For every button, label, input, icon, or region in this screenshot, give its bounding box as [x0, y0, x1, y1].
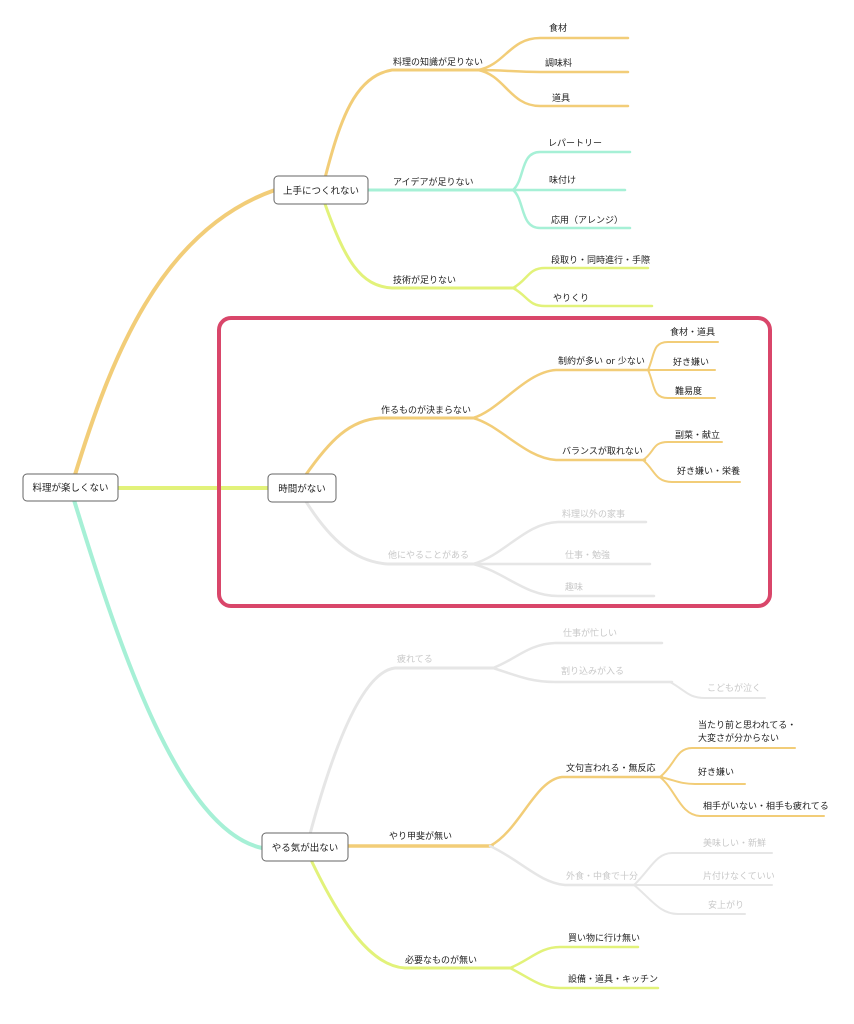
edge-b2-c2-l1 — [471, 520, 648, 566]
edge-b1-c1 — [323, 68, 482, 180]
leaf-label[interactable]: 副菜・献立 — [675, 429, 720, 441]
edge-b3-s1-l1 — [659, 747, 796, 778]
edge-b2-c1-s1 — [471, 368, 652, 420]
branch-node-2[interactable]: 時間がない — [267, 473, 337, 503]
edge-b1-c1-l1 — [476, 36, 630, 72]
edge-b3-c1-i2 — [491, 666, 674, 684]
leaf-label[interactable]: 段取り・同時進行・手際 — [551, 254, 650, 266]
node-label[interactable]: 文句言われる・無反応 — [566, 762, 656, 774]
leaf-label[interactable]: 道具 — [552, 92, 570, 104]
leaf-label[interactable]: 仕事・勉強 — [565, 549, 610, 561]
highlight-frame — [217, 316, 772, 608]
leaf-label[interactable]: やりくり — [553, 293, 589, 304]
edge-b2-s1-l3 — [647, 369, 716, 399]
edge-b1-c2-l3 — [511, 188, 632, 230]
branch-label-3: やる気が出ない — [272, 842, 339, 854]
leaf-label[interactable]: 好き嫌い・栄養 — [677, 465, 740, 477]
edge-b2-c1-s2 — [471, 416, 647, 462]
edge-b2-s2-l1 — [642, 441, 723, 461]
edge-b3-c3 — [310, 860, 514, 970]
leaf-label[interactable]: こどもが泣く — [707, 682, 761, 694]
leaf-label[interactable]: 大変さが分からない — [698, 732, 779, 744]
leaf-label[interactable]: 食材・道具 — [670, 326, 715, 338]
edge-b3-c3-l2 — [508, 966, 660, 990]
leaf-label[interactable]: 仕事が忙しい — [563, 627, 617, 639]
leaf-label[interactable]: 好き嫌い — [673, 356, 709, 368]
edge-b3-s2-l3 — [633, 884, 746, 915]
edge-b3-s1-l3 — [659, 776, 825, 817]
leaf-label[interactable]: 好き嫌い — [698, 766, 734, 778]
node-label[interactable]: やり甲斐が無い — [389, 830, 452, 842]
node-label[interactable]: 技術が足りない — [393, 274, 456, 286]
edge-b2-s1-l1 — [647, 341, 719, 371]
edge-b3-c2-s1 — [488, 775, 664, 848]
node-label[interactable]: 疲れてる — [397, 653, 433, 665]
leaf-label[interactable]: 応用（アレンジ） — [551, 214, 623, 226]
leaf-label[interactable]: 美味しい・新鮮 — [703, 837, 766, 849]
node-label[interactable]: 作るものが決まらない — [381, 404, 471, 416]
edge-b2-c1 — [303, 416, 477, 478]
node-label[interactable]: 外食・中食で十分 — [566, 870, 638, 882]
leaf-label[interactable]: 味付け — [549, 174, 576, 186]
edge-b3-c1-i1 — [491, 641, 664, 670]
leaf-label[interactable]: 相手がいない・相手も疲れてる — [703, 800, 829, 812]
leaf-label[interactable]: 安上がり — [708, 899, 744, 911]
branch-label-1: 上手につくれない — [283, 185, 359, 197]
edge-b2-c2-l3 — [471, 562, 656, 598]
leaf-label[interactable]: 調味料 — [545, 57, 572, 69]
root-node[interactable]: 料理が楽しくない — [22, 473, 119, 502]
edge-b3-c3-l1 — [508, 945, 640, 970]
edge-b1-c1-l2 — [476, 68, 630, 74]
leaf-label[interactable]: 当たり前と思われてる・ — [698, 719, 796, 731]
branch-node-1[interactable]: 上手につくれない — [273, 175, 369, 205]
node-label[interactable]: 料理の知識が足りない — [393, 56, 483, 68]
root-label: 料理が楽しくない — [32, 482, 108, 494]
edge-b1-c3 — [323, 202, 517, 290]
node-label[interactable]: 必要なものが無い — [405, 954, 477, 966]
edge-b3-c1 — [308, 666, 497, 836]
node-label[interactable]: 割り込みが入る — [561, 665, 624, 677]
edge-root-branch3 — [72, 498, 264, 850]
leaf-label[interactable]: 料理以外の家事 — [562, 508, 625, 520]
edge-b2-s2-l2 — [642, 459, 741, 483]
labels: 料理の知識が足りない アイデアが足りない 技術が足りない 食材 調味料 道具 レ… — [381, 22, 829, 985]
leaf-label[interactable]: 片付けなくていい — [703, 870, 775, 882]
branch-label-2: 時間がない — [278, 483, 326, 495]
edge-b1-c3-l1 — [511, 266, 650, 290]
edge-b3-c1-i2-l1 — [669, 681, 766, 699]
leaf-label[interactable]: 設備・道具・キッチン — [568, 973, 658, 985]
edge-b3-c2-s2 — [488, 844, 638, 887]
node-label[interactable]: 制約が多い or 少ない — [558, 355, 645, 367]
edge-b2-c2 — [303, 498, 477, 566]
leaf-label[interactable]: レパートリー — [548, 138, 602, 149]
branch-node-3[interactable]: やる気が出ない — [261, 832, 349, 862]
leaf-label[interactable]: 買い物に行け無い — [568, 932, 640, 944]
edge-root-branch1 — [72, 188, 277, 480]
leaf-label[interactable]: 難易度 — [675, 385, 702, 397]
node-label[interactable]: アイデアが足りない — [393, 176, 474, 188]
node-label[interactable]: 他にやることがある — [388, 549, 469, 561]
leaf-label[interactable]: 趣味 — [565, 581, 583, 593]
node-label[interactable]: バランスが取れない — [562, 445, 643, 457]
edge-b3-s1-l2 — [659, 776, 746, 785]
edges — [72, 36, 825, 990]
edge-b1-c2-l1 — [511, 150, 632, 192]
edge-b1-c1-l3 — [476, 68, 630, 108]
edge-b1-c3-l2 — [511, 286, 654, 308]
leaf-label[interactable]: 食材 — [549, 22, 567, 34]
edge-b3-s2-l1 — [633, 852, 773, 886]
